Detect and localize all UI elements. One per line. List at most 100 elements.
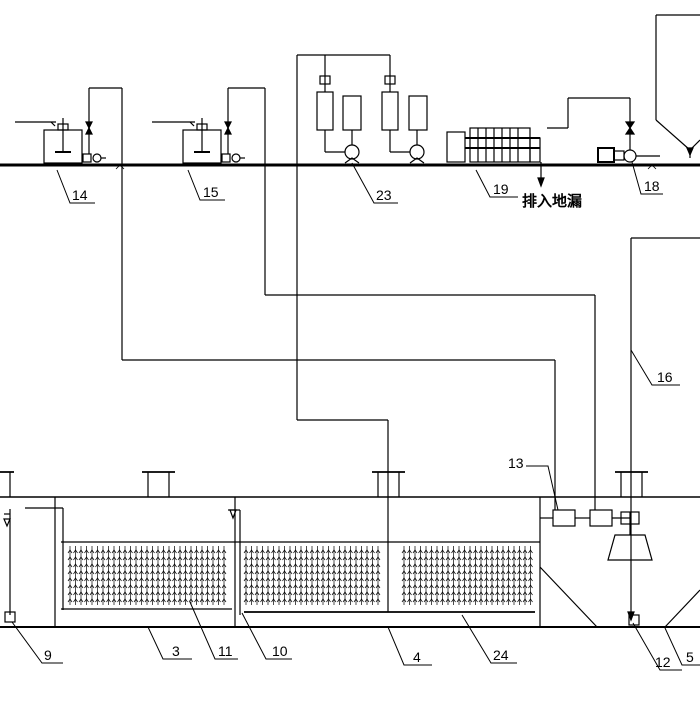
media-tuft	[78, 549, 84, 554]
media-tuft	[89, 556, 95, 561]
media-tuft	[100, 556, 106, 561]
media-tuft	[260, 563, 265, 568]
media-tuft	[500, 584, 506, 589]
media-tuft	[326, 591, 331, 596]
media-tuft	[440, 563, 445, 568]
media-tuft	[353, 570, 359, 575]
media-tuft	[205, 598, 210, 603]
media-tuft	[271, 591, 276, 596]
media-tuft	[155, 598, 161, 603]
media-tuft	[407, 556, 412, 561]
media-tuft	[506, 549, 511, 554]
media-tuft	[111, 584, 117, 589]
media-tuft	[309, 591, 315, 596]
media-tuft	[478, 563, 484, 568]
media-tuft	[210, 549, 216, 554]
media-tuft	[199, 591, 205, 596]
media-tuft	[271, 598, 276, 603]
media-tuft	[243, 598, 249, 603]
media-tuft	[111, 598, 117, 603]
dosing-tank-15	[152, 87, 266, 295]
media-tuft	[194, 563, 199, 568]
media-tuft	[282, 556, 287, 561]
media-tuft	[95, 577, 100, 582]
media-tuft	[511, 570, 517, 575]
media-tuft	[205, 591, 210, 596]
media-tuft	[293, 591, 298, 596]
media-tuft	[293, 577, 298, 582]
media-tuft	[177, 584, 183, 589]
media-tuft	[445, 556, 451, 561]
media-tuft	[210, 556, 216, 561]
media-tuft	[271, 556, 276, 561]
media-tuft	[517, 584, 522, 589]
media-tuft	[429, 591, 434, 596]
media-tuft	[282, 591, 287, 596]
media-tuft	[84, 577, 89, 582]
media-tuft	[155, 577, 161, 582]
media-tuft	[429, 598, 434, 603]
media-tuft	[337, 584, 342, 589]
media-tuft	[260, 598, 265, 603]
media-zone-c	[401, 546, 533, 605]
media-tuft	[412, 577, 418, 582]
media-tuft	[117, 556, 122, 561]
media-tuft	[511, 577, 517, 582]
media-tuft	[139, 577, 144, 582]
media-tuft	[128, 584, 133, 589]
media-tuft	[440, 591, 445, 596]
media-tuft	[407, 570, 412, 575]
media-tuft	[298, 556, 304, 561]
media-tuft	[370, 556, 375, 561]
media-tuft	[150, 591, 155, 596]
media-tuft	[243, 584, 249, 589]
label-18: 18	[644, 178, 660, 194]
media-tuft	[254, 577, 260, 582]
media-tuft	[161, 556, 166, 561]
media-tuft	[478, 591, 484, 596]
media-tuft	[342, 584, 348, 589]
media-tuft	[117, 570, 122, 575]
media-tuft	[478, 549, 484, 554]
media-tuft	[271, 549, 276, 554]
media-tuft	[287, 563, 293, 568]
media-tuft	[106, 584, 111, 589]
media-tuft	[478, 584, 484, 589]
media-tuft	[304, 563, 309, 568]
media-tuft	[440, 549, 445, 554]
media-tuft	[484, 577, 489, 582]
leader-lines	[11, 161, 700, 671]
media-tuft	[188, 563, 194, 568]
media-tuft	[375, 598, 381, 603]
media-tuft	[495, 563, 500, 568]
media-tuft	[221, 591, 227, 596]
media-tuft	[484, 549, 489, 554]
media-tuft	[183, 591, 188, 596]
media-tuft	[95, 598, 100, 603]
media-tuft	[423, 556, 429, 561]
media-tuft	[342, 591, 348, 596]
media-tuft	[320, 563, 326, 568]
media-tuft	[166, 598, 172, 603]
media-tuft	[506, 556, 511, 561]
media-tuft	[106, 563, 111, 568]
media-tuft	[342, 577, 348, 582]
media-tuft	[166, 591, 172, 596]
media-tuft	[216, 598, 221, 603]
media-tuft	[172, 549, 177, 554]
media-tuft	[276, 584, 282, 589]
label-10: 10	[272, 643, 288, 659]
media-tuft	[67, 577, 73, 582]
media-tuft	[434, 563, 440, 568]
media-tuft	[194, 591, 199, 596]
media-tuft	[528, 577, 533, 582]
media-tuft	[500, 563, 506, 568]
media-tuft	[221, 584, 227, 589]
media-tuft	[320, 591, 326, 596]
media-tuft	[309, 584, 315, 589]
media-tuft	[84, 563, 89, 568]
media-tuft	[462, 598, 467, 603]
media-tuft	[205, 549, 210, 554]
media-tuft	[353, 577, 359, 582]
media-tuft	[364, 591, 370, 596]
